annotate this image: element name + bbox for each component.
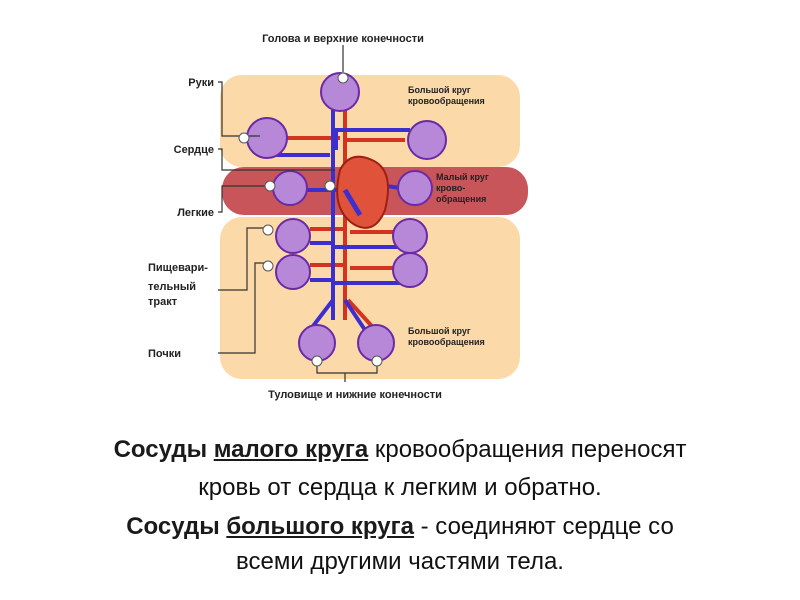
label-digestive-1: Пищевари- <box>148 262 208 274</box>
label-systemic-top-1: Большой круг <box>408 85 471 95</box>
label-kidneys: Почки <box>148 348 181 360</box>
caption-line-1: Сосуды малого круга кровообращения перен… <box>0 431 800 468</box>
label-systemic-top-2: кровообращения <box>408 96 485 106</box>
caption-bold-1: Сосуды <box>113 436 214 463</box>
label-digestive-2: тельный <box>148 281 196 293</box>
label-pulmonary-2: крово- <box>436 183 465 193</box>
heart <box>336 155 389 229</box>
label-pulmonary-3: обращения <box>436 194 486 204</box>
caption-text-1: кровообращения переносят <box>368 436 687 463</box>
caption-term-pulmonary: малого круга <box>213 436 369 463</box>
label-heart: Сердце <box>174 144 214 156</box>
caption-line-4: всеми другими частями тела. <box>236 548 564 575</box>
caption-line-3: Сосуды большого круга - соединяют сердце… <box>0 508 800 545</box>
caption-bold-3: Сосуды <box>126 513 227 540</box>
label-systemic-bottom-2: кровообращения <box>408 337 485 347</box>
caption-term-systemic: большого круга <box>226 513 414 540</box>
label-arms: Руки <box>188 77 214 89</box>
label-lungs: Легкие <box>177 207 214 219</box>
label-head: Голова и верхние конечности <box>262 33 424 45</box>
circulation-diagram: Голова и верхние конечности Руки Сердце … <box>148 33 528 401</box>
label-digestive-3: тракт <box>148 296 178 308</box>
capillary-beds <box>246 72 447 362</box>
label-systemic-bottom-1: Большой круг <box>408 326 471 336</box>
caption-text-3: - соединяют сердце со <box>413 513 674 540</box>
caption-line-2: кровь от сердца к легким и обратно. <box>198 474 602 501</box>
label-leader-lines <box>218 45 378 382</box>
label-pulmonary-1: Малый круг <box>436 172 489 182</box>
label-trunk: Туловище и нижние конечности <box>268 389 442 401</box>
